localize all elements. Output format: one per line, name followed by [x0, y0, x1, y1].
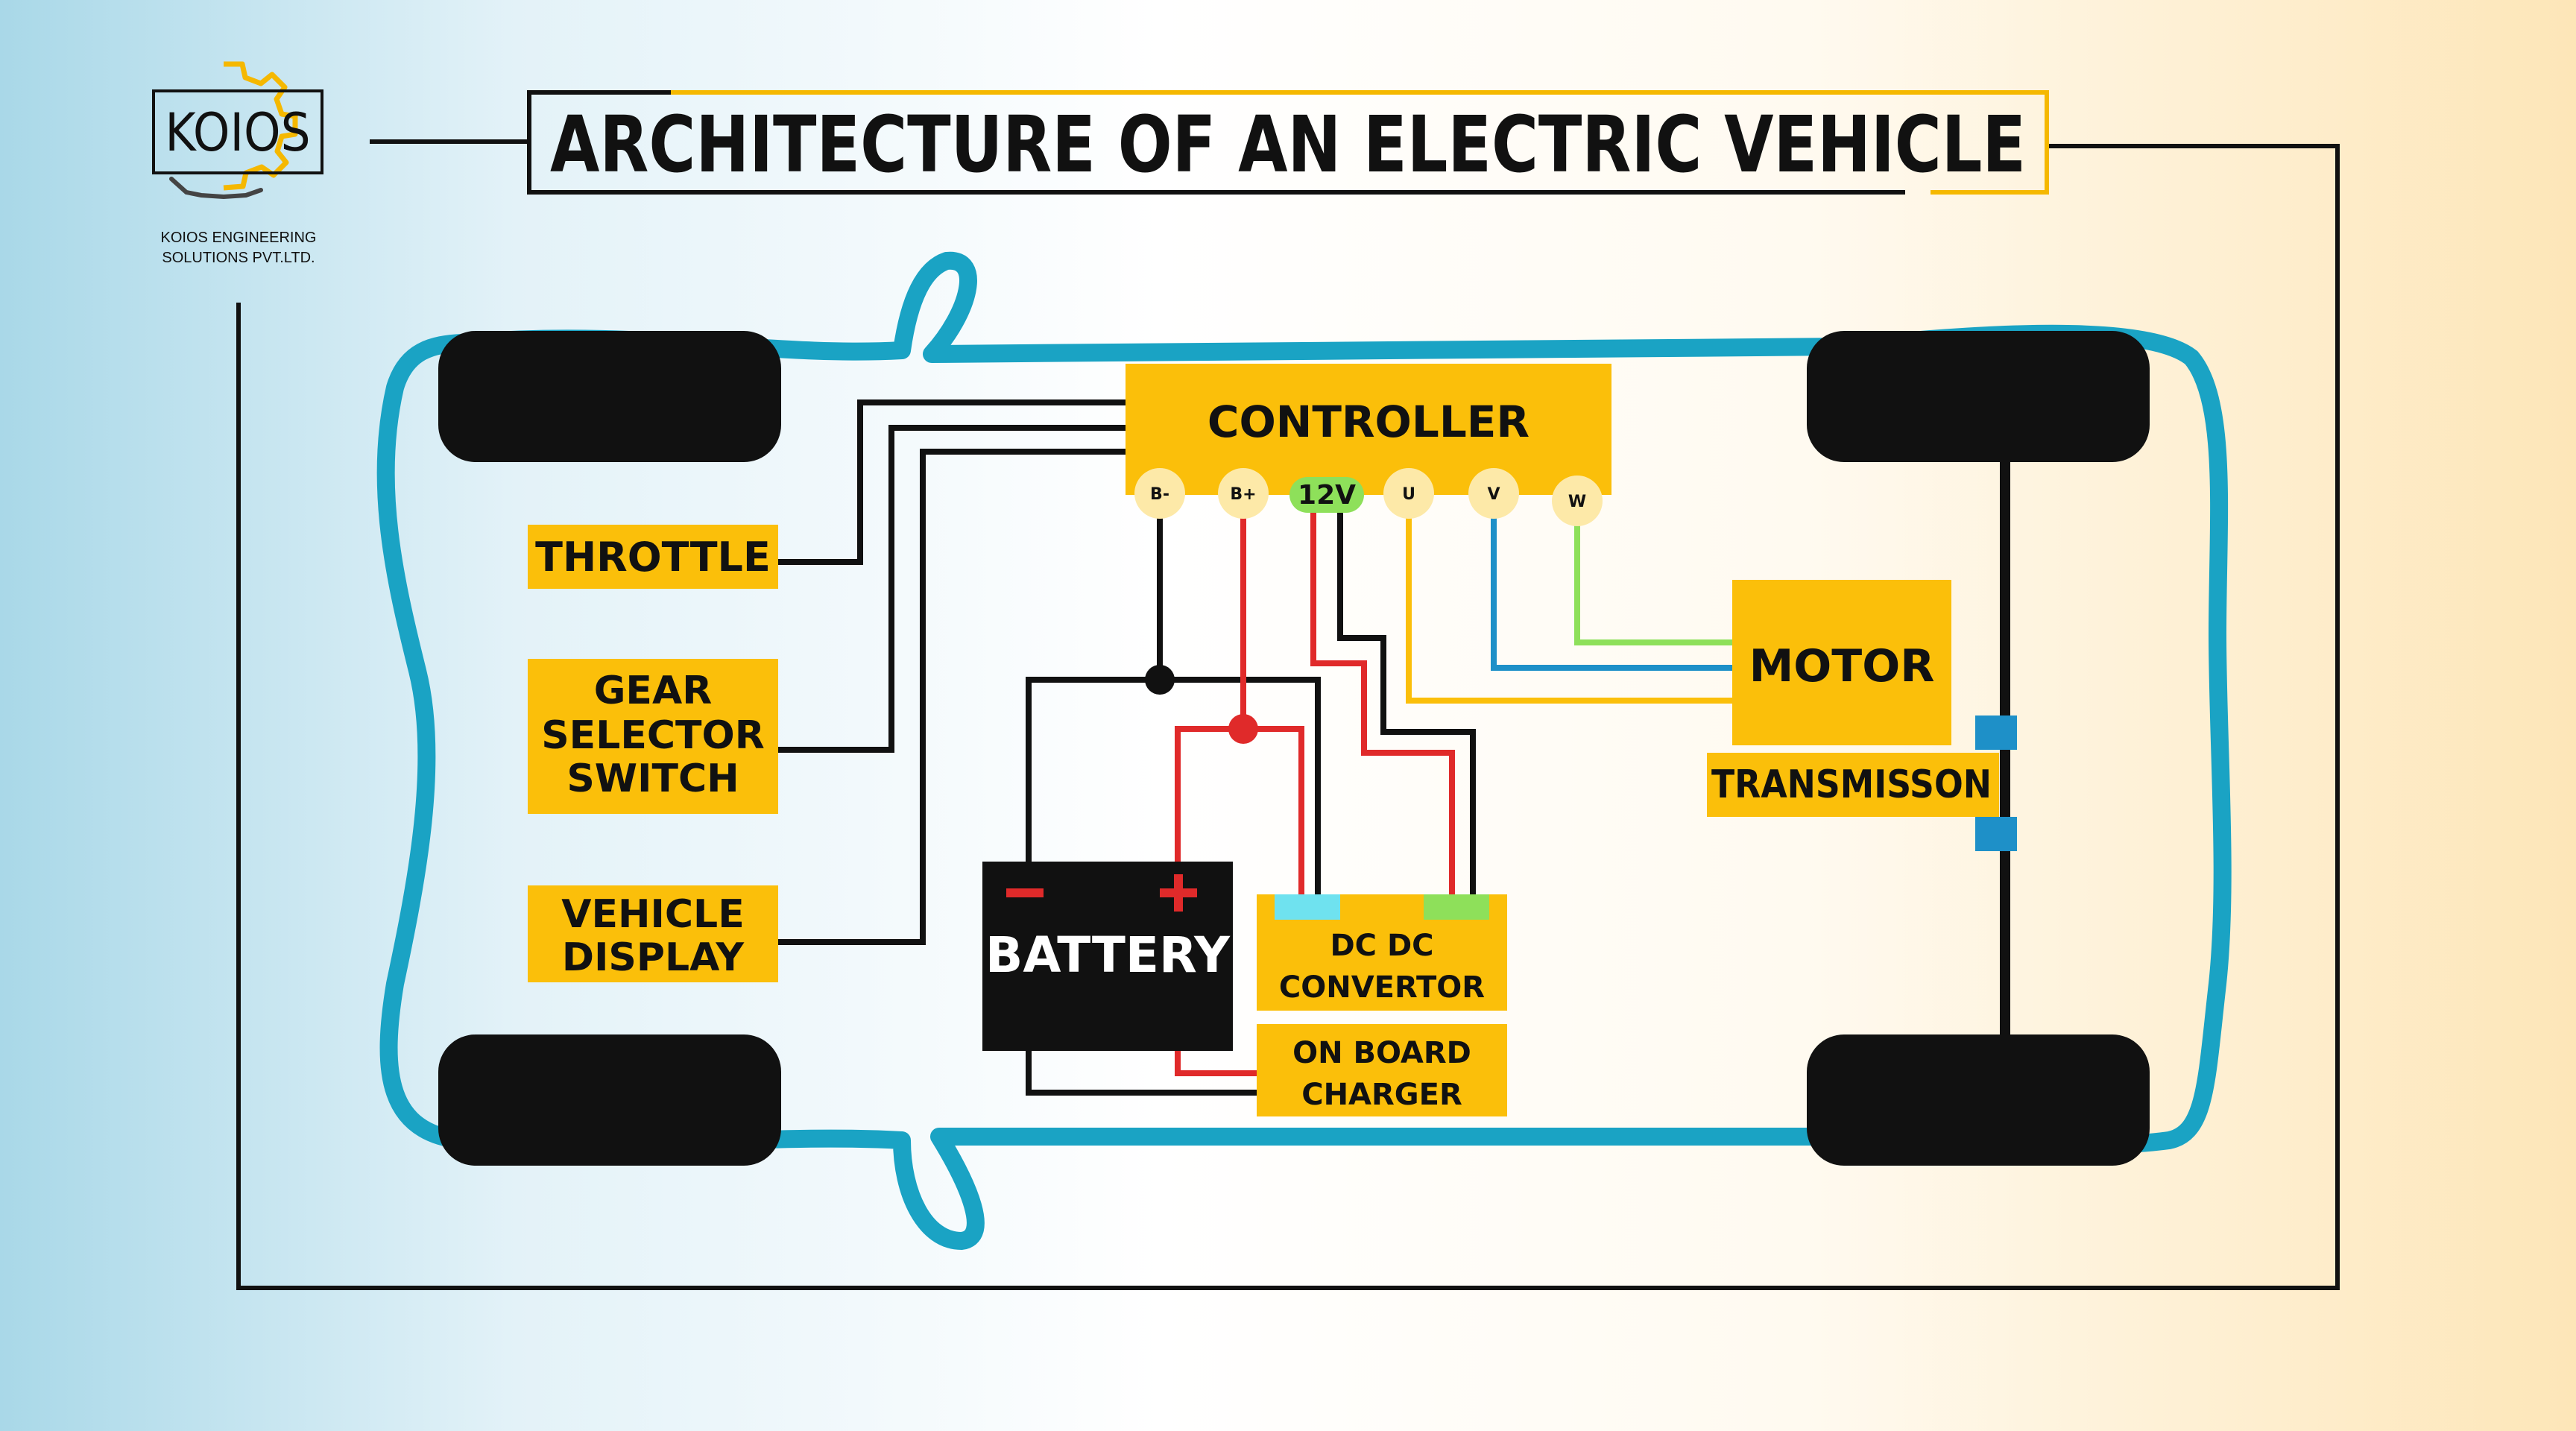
gear-selector-box: GEAR SELECTOR SWITCH	[528, 659, 778, 814]
terminal-u-label: U	[1402, 485, 1415, 504]
wheel-front-right	[1807, 331, 2150, 462]
logo-wordmark: KOIOS	[165, 102, 310, 163]
charger-label-line2: CHARGER	[1301, 1078, 1462, 1112]
terminal-12v-label: 12V	[1298, 480, 1356, 511]
terminal-12v	[1289, 477, 1364, 513]
controller-box: CONTROLLER	[1126, 364, 1611, 495]
onboard-charger-box: ON BOARD CHARGER	[1257, 1024, 1507, 1116]
dcdc-convertor-box: DC DC CONVERTOR	[1257, 894, 1507, 1011]
logo-company-suffix: SOLUTIONS PVT.LTD.	[162, 250, 315, 266]
motor-box: MOTOR	[1732, 580, 1951, 745]
wheel-rear-right	[1807, 1034, 2150, 1166]
transmission-label: TRANSMISSON	[1711, 762, 1992, 807]
dcdc-label-line1: DC DC	[1330, 929, 1433, 963]
outer-frame	[236, 139, 2340, 1290]
display-label-line1: VEHICLE	[561, 892, 744, 937]
title-banner: ARCHITECTURE OF AN ELECTRIC VEHICLE	[527, 90, 2049, 195]
page-title: ARCHITECTURE OF AN ELECTRIC VEHICLE	[550, 99, 2026, 190]
battery-label: BATTERY	[985, 926, 1231, 984]
gear-icon-lower	[169, 177, 263, 200]
wire-phase-u	[1406, 507, 1735, 704]
wire-throttle	[777, 399, 1127, 565]
terminal-b-plus	[1218, 468, 1269, 519]
signal-wires	[777, 399, 1127, 945]
terminal-v-label: V	[1487, 485, 1500, 504]
wire-12v-black	[1337, 507, 1476, 899]
gear-label-line1: GEAR	[594, 669, 713, 713]
junction-negative	[1145, 665, 1175, 695]
terminal-v	[1468, 468, 1519, 519]
controller-label: CONTROLLER	[1208, 397, 1530, 447]
motor-label: MOTOR	[1749, 640, 1935, 692]
wire-gear-selector	[777, 425, 1127, 753]
junction-positive	[1228, 714, 1258, 744]
terminal-w-label: W	[1568, 493, 1586, 511]
gear-label-line2: SELECTOR	[541, 713, 765, 758]
display-label-line2: DISPLAY	[562, 935, 745, 980]
terminal-b-plus-label: B+	[1230, 485, 1256, 504]
dcdc-input-tab	[1275, 894, 1340, 920]
transmission-box: TRANSMISSON	[1707, 753, 1999, 817]
dcdc-label-line2: CONVERTOR	[1279, 970, 1485, 1005]
wheel-front-left	[438, 331, 781, 462]
gear-icon	[223, 61, 298, 191]
vehicle-display-box: VEHICLE DISPLAY	[528, 885, 778, 982]
wire-12v-red	[1310, 507, 1455, 899]
dcdc-output-tab	[1424, 894, 1489, 920]
throttle-box: THROTTLE	[528, 525, 778, 589]
gear-label-line3: SWITCH	[566, 756, 739, 801]
wheel-rear-left	[438, 1034, 781, 1166]
charger-label-line1: ON BOARD	[1292, 1036, 1471, 1070]
koios-logo: KOIOS KOIOS ENGINEERING SOLUTIONS PVT.LT…	[152, 61, 323, 266]
axle-joint-lower	[1975, 817, 2017, 851]
throttle-label: THROTTLE	[535, 534, 771, 581]
wire-phase-v	[1491, 507, 1735, 671]
terminal-w	[1552, 476, 1603, 526]
battery-plus-icon-v	[1174, 874, 1183, 912]
wire-phase-w	[1574, 507, 1735, 645]
battery-minus-icon	[1006, 888, 1044, 897]
battery-box: BATTERY	[982, 862, 1233, 1051]
logo-frame	[152, 89, 323, 174]
wire-vehicle-display	[777, 449, 1127, 945]
terminal-b-minus-label: B-	[1150, 485, 1169, 504]
logo-company-name: KOIOS ENGINEERING	[161, 230, 317, 246]
controller-terminals: B- B+ 12V U V W	[1134, 468, 1603, 526]
axle-joint-upper	[1975, 716, 2017, 750]
terminal-b-minus	[1134, 468, 1185, 519]
terminal-u	[1383, 468, 1434, 519]
